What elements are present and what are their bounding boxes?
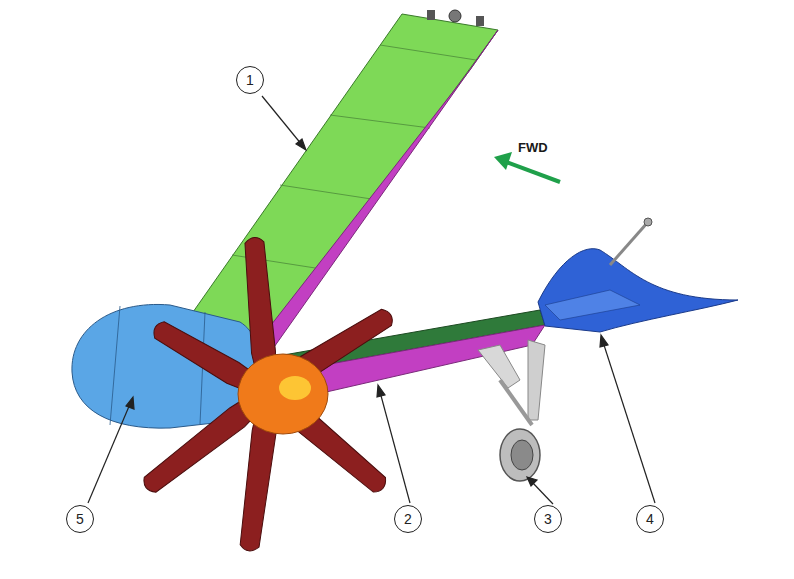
callout-circle: 4 (636, 505, 664, 533)
callout-number: 4 (646, 511, 654, 527)
folded-wing (186, 14, 498, 346)
wing-underside (250, 30, 498, 352)
callout-number: 2 (404, 511, 412, 527)
leader-lines (88, 96, 655, 504)
direction-label: FWD (518, 140, 548, 155)
callout-number: 3 (544, 511, 552, 527)
callout-circle: 5 (66, 505, 94, 533)
forward-arrow (506, 162, 560, 182)
propeller (139, 237, 397, 553)
callout-circle: 2 (394, 505, 422, 533)
callout-circle: 3 (534, 505, 562, 533)
callout-circle: 1 (236, 66, 264, 94)
outer-wing (538, 249, 738, 332)
callout-number: 5 (76, 511, 84, 527)
wheel (500, 429, 540, 481)
propeller-spinner (238, 354, 328, 434)
callout-number: 1 (246, 72, 254, 88)
